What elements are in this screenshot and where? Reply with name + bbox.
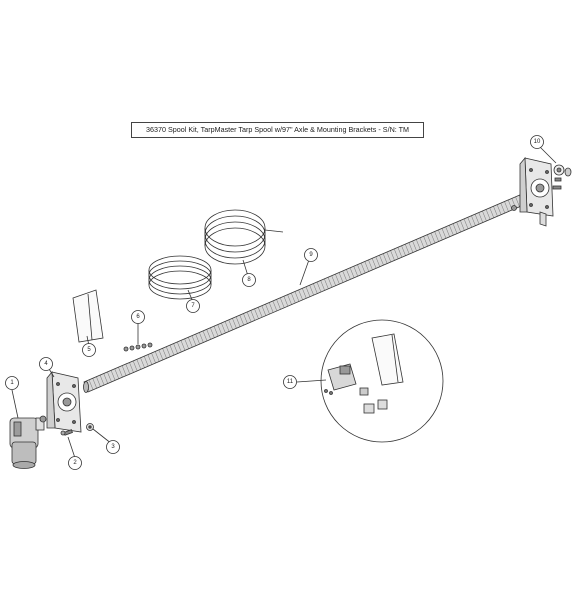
callout-label-10: 10	[534, 139, 541, 145]
callout-7: 7	[186, 299, 200, 313]
callout-label-2: 2	[73, 460, 77, 466]
callout-label-1: 1	[10, 380, 14, 386]
detail-view-11	[320, 319, 444, 443]
left-mounting-bracket	[46, 370, 82, 433]
bolt-part-2	[60, 429, 73, 436]
callout-5: 5	[82, 343, 96, 357]
callout-label-4: 4	[44, 361, 48, 367]
callout-label-8: 8	[247, 277, 251, 283]
cable-coil-small	[148, 255, 212, 300]
motor-assembly	[9, 415, 47, 469]
leader-lines	[11, 146, 557, 459]
callout-label-9: 9	[309, 252, 313, 258]
callout-11: 11	[283, 375, 297, 389]
diagram-title: 36370 Spool Kit, TarpMaster Tarp Spool w…	[131, 122, 424, 138]
right-mounting-bracket	[519, 156, 554, 227]
callout-label-3: 3	[111, 444, 115, 450]
callout-label-7: 7	[191, 303, 195, 309]
callout-3: 3	[106, 440, 120, 454]
callout-8: 8	[242, 273, 256, 287]
callout-1: 1	[5, 376, 19, 390]
callout-label-6: 6	[136, 314, 140, 320]
right-bracket-fasteners	[511, 164, 572, 211]
callout-label-11: 11	[287, 379, 294, 385]
nut-part-3	[86, 423, 94, 431]
callout-2: 2	[68, 456, 82, 470]
callout-label-5: 5	[87, 347, 91, 353]
axle-tube	[83, 193, 527, 393]
cable-coil-large	[204, 209, 284, 265]
instruction-sheet	[72, 289, 104, 343]
callout-6: 6	[131, 310, 145, 324]
callout-4: 4	[39, 357, 53, 371]
callout-9: 9	[304, 248, 318, 262]
hardware-kit	[123, 342, 153, 352]
callout-10: 10	[530, 135, 544, 149]
